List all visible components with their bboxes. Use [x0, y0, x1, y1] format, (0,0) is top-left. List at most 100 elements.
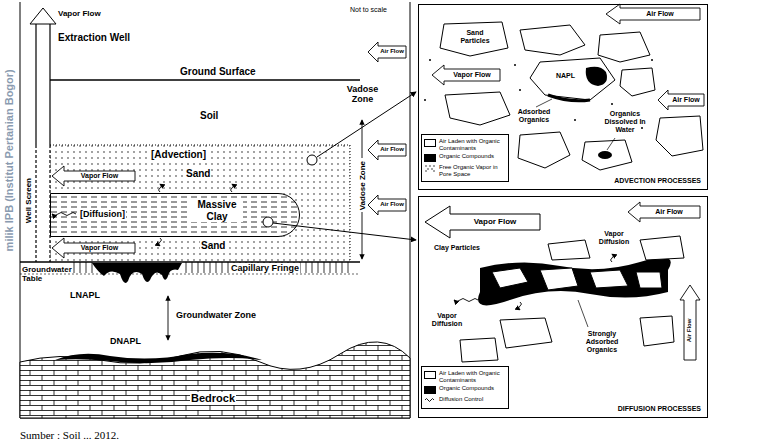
illustration-shape: [514, 64, 516, 66]
organics-label: Adsorbed Organics: [510, 108, 558, 124]
illustration-shape: [20, 274, 360, 275]
fringe-label: Capillary Fringe: [230, 263, 300, 273]
illustration-shape: [368, 42, 406, 62]
illustration-shape: [478, 258, 671, 306]
particle-label: Clay Particles: [433, 244, 481, 252]
organics-label: Strongly Adsorbed Organics: [572, 330, 632, 354]
legend-sample: [424, 164, 436, 172]
illustration-shape: [168, 296, 169, 340]
illustration-shape: [519, 89, 521, 91]
illustration-shape: [582, 140, 632, 170]
flow-label: Vapor Flow: [452, 217, 538, 226]
panel-title: DIFFUSION PROCESSES: [618, 405, 701, 413]
illustration-shape: [518, 132, 570, 168]
illustration-shape: [52, 213, 76, 216]
illustration-shape: [440, 22, 508, 56]
flow-label: Vapor Flow: [444, 71, 500, 79]
illustration-shape: [425, 206, 540, 238]
illustration-shape: [20, 261, 360, 262]
illustration-shape: [50, 145, 350, 262]
legend-row: Diffusion Control: [424, 396, 506, 404]
flow-label: Vapor Flow: [58, 9, 101, 18]
illustration-shape: [159, 184, 162, 192]
process-label: [Advection]: [150, 149, 207, 161]
contaminant-label: NAPL: [556, 72, 575, 80]
illustration-shape: [606, 4, 700, 24]
diffusion-label: Vapor Diffusion: [590, 230, 638, 246]
zone-label: Groundwater Zone: [176, 310, 256, 320]
watermark: milik IPB (Institut Pertanian Bogor): [3, 69, 16, 251]
illustration-shape: [598, 151, 612, 159]
process-label: [Diffusion]: [79, 209, 126, 219]
illustration-shape: [50, 79, 360, 81]
illustration-shape: [620, 68, 655, 96]
illustration-shape: [548, 95, 590, 101]
layer-label: Massive Clay: [191, 199, 243, 222]
legend-row: Air Laden with Organic Contaminants: [424, 370, 506, 383]
illustration-shape: [656, 116, 703, 156]
flow-label: Air Flow: [378, 146, 406, 153]
illustration-shape: [52, 238, 135, 258]
illustration-shape: [460, 338, 498, 362]
flow-label: Air Flow: [378, 201, 406, 208]
clay-lens: [Diffusion] Massive Clay: [50, 193, 300, 237]
legend-box: Air Laden with Organic ContaminantsOrgan…: [421, 366, 509, 409]
illustration-shape: [548, 240, 590, 260]
legend-text: Air Laden with Organic Contaminants: [439, 138, 506, 151]
illustration-shape: [263, 217, 273, 227]
illustration-shape: [307, 155, 317, 165]
legend-swatch: [424, 371, 436, 379]
legend-text: Diffusion Control: [439, 396, 506, 403]
illustration-shape: [574, 119, 576, 121]
illustration-shape: [658, 90, 704, 110]
illustration-shape: [429, 59, 431, 61]
particle-label: Sand Particles: [455, 29, 495, 45]
illustration-shape: [651, 59, 653, 61]
legend-text: Organic Compounds: [439, 153, 506, 160]
illustration-shape: [628, 202, 700, 222]
illustration-shape: [368, 140, 406, 160]
caption: Sumber : Soil ... 2012.: [20, 429, 119, 442]
contaminant-label: LNAPL: [70, 290, 100, 300]
illustration-shape: [52, 166, 135, 186]
flow-label: Air Flow: [668, 96, 704, 104]
screen-label: Well Screen: [24, 177, 33, 222]
illustration-shape: [36, 145, 50, 262]
illustration-shape: [362, 212, 363, 259]
zone-label: Vadose Zone: [358, 159, 367, 210]
illustration-shape: [432, 65, 500, 85]
illustration-shape: [20, 2, 410, 418]
illustration-shape: [36, 24, 50, 145]
illustration-shape: [350, 145, 351, 262]
surface-label: Ground Surface: [180, 66, 256, 78]
legend-swatch: [424, 139, 436, 147]
flow-label: Vapor Flow: [64, 172, 135, 180]
organics-label: Organics Dissolved In Water: [598, 110, 652, 134]
layer-label: Sand: [185, 168, 211, 180]
illustration-shape: [640, 316, 674, 346]
well-label: Extraction Well: [58, 32, 130, 44]
legend-text: Free Organic Vapor in Pore Space: [439, 164, 506, 177]
legend-row: Organic Compounds: [424, 385, 506, 394]
flow-label: Air Flow: [686, 318, 693, 342]
legend-box: Air Laden with Organic ContaminantsOrgan…: [421, 134, 509, 182]
flow-label: Air Flow: [378, 48, 406, 55]
illustration-shape: [50, 193, 300, 237]
layer-label: Sand: [200, 240, 226, 252]
illustration-shape: [598, 32, 650, 62]
flow-label: Vapor Flow: [64, 244, 135, 252]
illustration-shape: [424, 99, 426, 101]
illustration-shape: [368, 195, 406, 215]
flow-label: Air Flow: [640, 208, 698, 216]
layer-label: Soil: [200, 110, 218, 122]
legend-text: Organic Compounds: [439, 385, 506, 392]
legend-swatch: [424, 386, 436, 394]
illustration-shape: [640, 236, 684, 260]
illustration-shape: [590, 270, 628, 288]
panel-title: ADVECTION PROCESSES: [614, 177, 701, 185]
illustration-shape: [520, 25, 585, 55]
zone-label: Vadose Zone: [340, 84, 385, 105]
